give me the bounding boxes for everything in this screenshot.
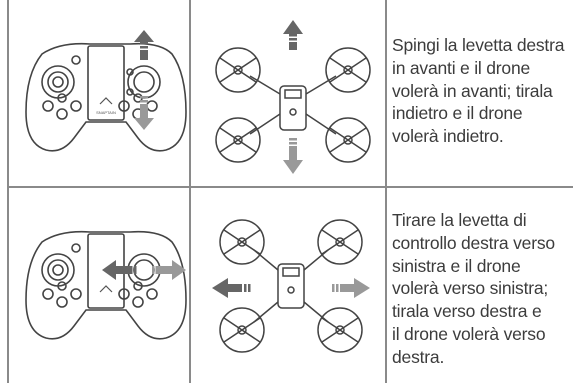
brand-logo-icon: [99, 97, 113, 105]
drone-arrow-up-icon: [283, 20, 303, 34]
instruction-table: [7, 0, 573, 383]
controller-left-right-illustration: [25, 230, 187, 340]
drone-arrow-down-icon: [283, 160, 303, 174]
drone-left-right-illustration: [212, 219, 370, 353]
table-border-left: [7, 0, 9, 383]
instruction-forward-back: Spingi la levetta destra in avanti e il …: [392, 34, 574, 148]
table-divider-2: [385, 0, 387, 383]
arrow-right-icon: [172, 260, 186, 280]
instruction-line: volerà in avanti; tirala: [392, 80, 553, 101]
instruction-line: il drone volerà verso: [392, 323, 546, 344]
brand-logo-icon-2: [99, 285, 113, 293]
arrow-up-icon: [134, 30, 154, 42]
instruction-line: tirala verso destra e: [392, 301, 542, 322]
brand-logo-text: SNAPTAIN: [96, 110, 116, 115]
arrow-left-icon: [102, 260, 116, 280]
arrow-down-icon: [134, 118, 154, 130]
instruction-line: controllo destra verso: [392, 232, 555, 253]
instruction-line: indietro e il drone: [392, 103, 523, 124]
drone-arrow-left-icon: [212, 278, 228, 298]
instruction-line: destra.: [392, 346, 445, 367]
table-divider-1: [189, 0, 191, 383]
controller-forward-back-illustration: SNAPTAIN: [25, 30, 187, 152]
instruction-line: in avanti e il drone: [392, 57, 531, 78]
instruction-line: volerà indietro.: [392, 126, 504, 147]
instruction-line: Tirare la levetta di: [392, 210, 527, 230]
instruction-line: sinistra e il drone: [392, 255, 521, 276]
instruction-line: volerà verso sinistra;: [392, 278, 549, 299]
instruction-line: Spingi la levetta destra: [392, 35, 565, 55]
instruction-left-right: Tirare la levetta di controllo destra ve…: [392, 209, 574, 369]
drone-arrow-right-icon: [354, 278, 370, 298]
row-divider: [7, 186, 573, 188]
drone-forward-back-illustration: [215, 20, 371, 174]
